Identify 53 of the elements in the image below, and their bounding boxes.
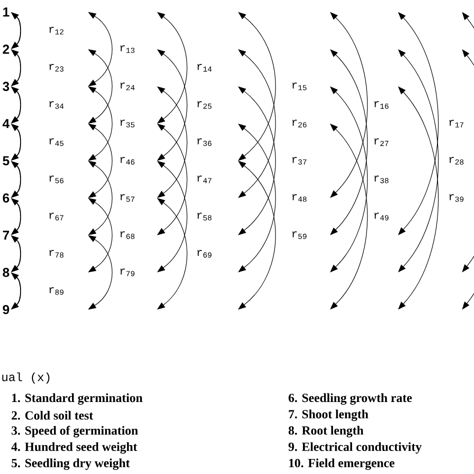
correlation-label: r$_{25}$ (198, 101, 212, 109)
variable-number: 8 (2, 268, 10, 277)
correlation-label: r$_{35}$ (120, 120, 134, 128)
variable-number: 4 (2, 119, 10, 128)
correlation-label: r$_{69}$ (198, 250, 212, 258)
correlation-label: r$_{36}$ (198, 138, 212, 146)
correlation-label: r$_{27}$ (374, 138, 388, 146)
variable-number: 9 (2, 305, 10, 314)
correlation-label: r$_{46}$ (120, 157, 134, 165)
variable-name: 4. Hundred seed weight (11, 442, 138, 454)
variable-name: 3. Speed of germination (12, 426, 138, 438)
correlation-label: r$_{78}$ (50, 250, 64, 258)
correlation-label: r$_{89}$ (50, 287, 64, 295)
variable-number: 3 (2, 82, 10, 91)
variable-name: 1. Standard germination (12, 393, 142, 405)
correlation-label: r$_{37}$ (292, 157, 306, 165)
correlation-label: r$_{13}$ (120, 45, 134, 53)
correlation-label: r$_{39}$ (450, 194, 464, 202)
correlation-label: r$_{56}$ (50, 176, 64, 184)
correlation-label: r$_{24}$ (120, 82, 135, 90)
axis-label: ual (x) (2, 372, 50, 384)
correlation-label: r$_{79}$ (120, 268, 134, 276)
variable-number: 2 (2, 44, 10, 54)
variable-name: 8. Root length (288, 426, 364, 438)
variable-name: 7. Shoot length (288, 410, 368, 421)
variable-name: 5. Seedling dry weight (12, 458, 130, 470)
correlation-label: r$_{26}$ (292, 120, 306, 128)
correlation-label: r$_{59}$ (292, 231, 306, 239)
variable-number: 7 (2, 230, 10, 240)
correlation-label: r$_{14}$ (198, 64, 212, 72)
variable-number: 1 (3, 8, 10, 16)
correlation-label: r$_{12}$ (50, 26, 64, 34)
correlation-label: r$_{16}$ (374, 101, 388, 109)
variable-name: 9. Electrical conductivity (288, 442, 422, 454)
correlation-label: r$_{49}$ (374, 212, 388, 220)
variable-number: 6 (2, 193, 10, 203)
correlation-label: r$_{15}$ (292, 82, 306, 90)
correlation-label: r$_{58}$ (198, 212, 212, 220)
correlation-label: r$_{38}$ (374, 176, 388, 184)
correlation-label: r$_{57}$ (120, 194, 134, 202)
variable-name: 6. Seedling growth rate (288, 393, 412, 405)
correlation-label: r$_{28}$ (450, 157, 464, 165)
variable-number: 5 (2, 156, 10, 166)
correlation-label: r$_{48}$ (292, 194, 306, 202)
correlation-label: r$_{45}$ (50, 138, 64, 146)
variable-name: 10. Field emergence (289, 458, 394, 470)
correlation-label: r$_{67}$ (50, 212, 64, 220)
correlation-label: r$_{34}$ (50, 101, 64, 109)
variable-name: 2. Cold soil test (12, 410, 94, 420)
correlation-label: r$_{47}$ (198, 176, 212, 184)
correlation-label: r$_{23}$ (50, 64, 64, 72)
correlation-label: r$_{68}$ (120, 231, 134, 239)
correlation-label: r$_{17}$ (450, 120, 464, 128)
